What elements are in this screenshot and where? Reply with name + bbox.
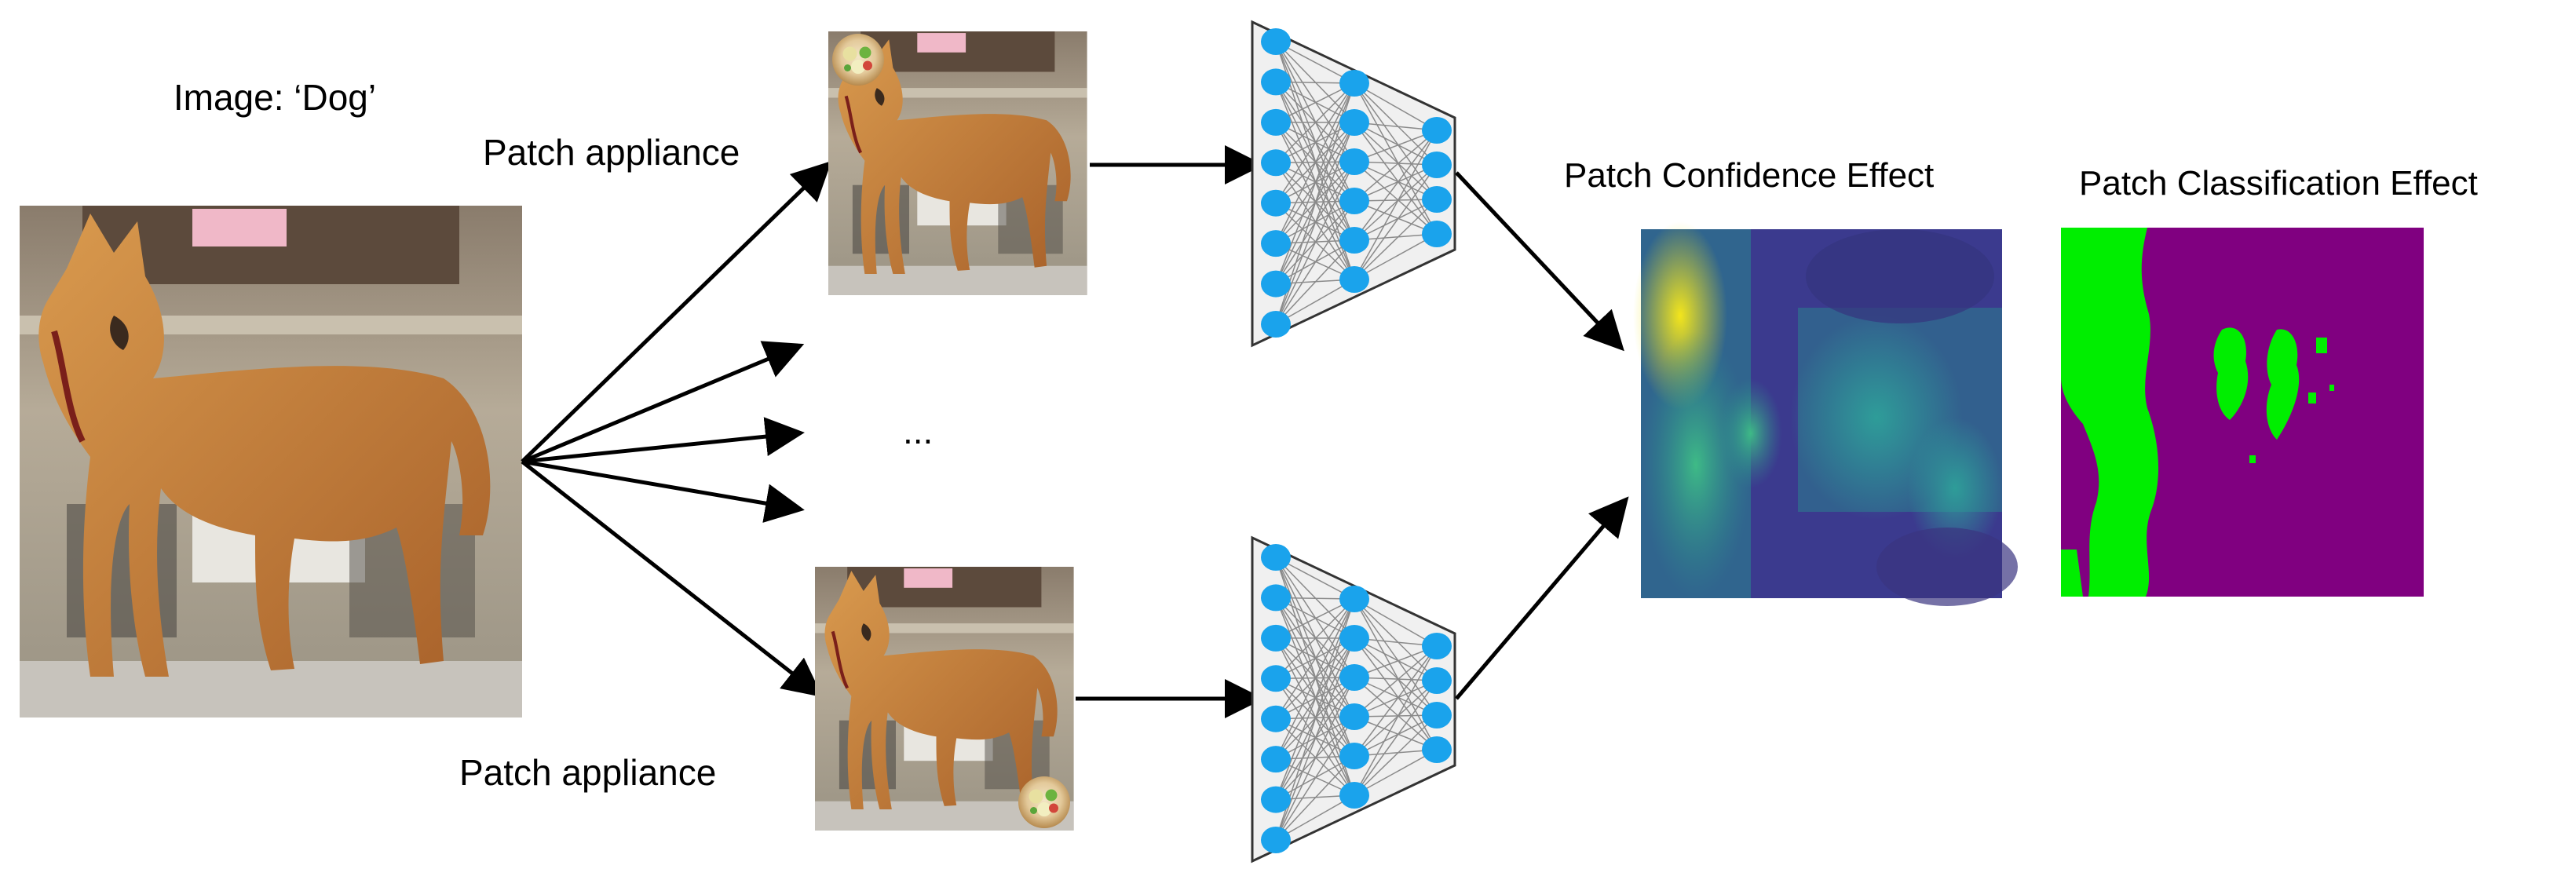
- neural-network-bottom: [1252, 538, 1455, 861]
- network-node: [1339, 188, 1369, 214]
- network-node: [1339, 664, 1369, 691]
- fanout-arrows: [522, 166, 826, 692]
- network-node: [1339, 743, 1369, 769]
- neural-network-top: [1252, 22, 1455, 345]
- network-node: [1261, 706, 1291, 732]
- network-node: [1339, 703, 1369, 730]
- network-node: [1261, 746, 1291, 772]
- network-node: [1261, 230, 1291, 257]
- network-node: [1422, 633, 1452, 659]
- network-node: [1422, 117, 1452, 144]
- arrows-to-networks: [1076, 165, 1256, 699]
- classification-title: Patch Classification Effect: [2079, 164, 2478, 203]
- network-node: [1339, 586, 1369, 612]
- network-node: [1261, 190, 1291, 217]
- network-node: [1261, 584, 1291, 611]
- network-node: [1339, 625, 1369, 652]
- network-node: [1339, 109, 1369, 136]
- classification-map: [2061, 228, 2424, 597]
- network-node: [1339, 227, 1369, 254]
- network-node: [1261, 149, 1291, 176]
- ellipsis-label: ...: [903, 411, 933, 451]
- network-node: [1422, 736, 1452, 763]
- patch-appliance-label-bottom: Patch appliance: [459, 752, 716, 793]
- network-node: [1422, 702, 1452, 728]
- network-node: [1422, 186, 1452, 213]
- network-node: [1339, 266, 1369, 293]
- network-node: [1422, 221, 1452, 247]
- patch-appliance-label-top: Patch appliance: [483, 132, 740, 173]
- patched-image-bottom: [815, 567, 1074, 831]
- arrows-to-effects: [1456, 173, 1624, 699]
- network-node: [1339, 782, 1369, 809]
- network-node: [1261, 544, 1291, 571]
- network-node: [1261, 625, 1291, 652]
- network-node: [1261, 311, 1291, 338]
- network-node: [1422, 152, 1452, 178]
- network-node: [1261, 787, 1291, 813]
- network-node: [1339, 70, 1369, 97]
- network-node: [1422, 667, 1452, 694]
- network-node: [1261, 109, 1291, 136]
- network-node: [1261, 68, 1291, 95]
- network-node: [1339, 148, 1369, 175]
- network-node: [1261, 665, 1291, 692]
- patched-image-top: [828, 31, 1087, 295]
- network-node: [1261, 827, 1291, 853]
- original-dog-image: [20, 206, 522, 718]
- confidence-title: Patch Confidence Effect: [1564, 156, 1934, 195]
- confidence-heatmap: [1633, 221, 2018, 606]
- image-label: Image: ‘Dog’: [174, 77, 376, 118]
- network-node: [1261, 271, 1291, 298]
- network-node: [1261, 28, 1291, 55]
